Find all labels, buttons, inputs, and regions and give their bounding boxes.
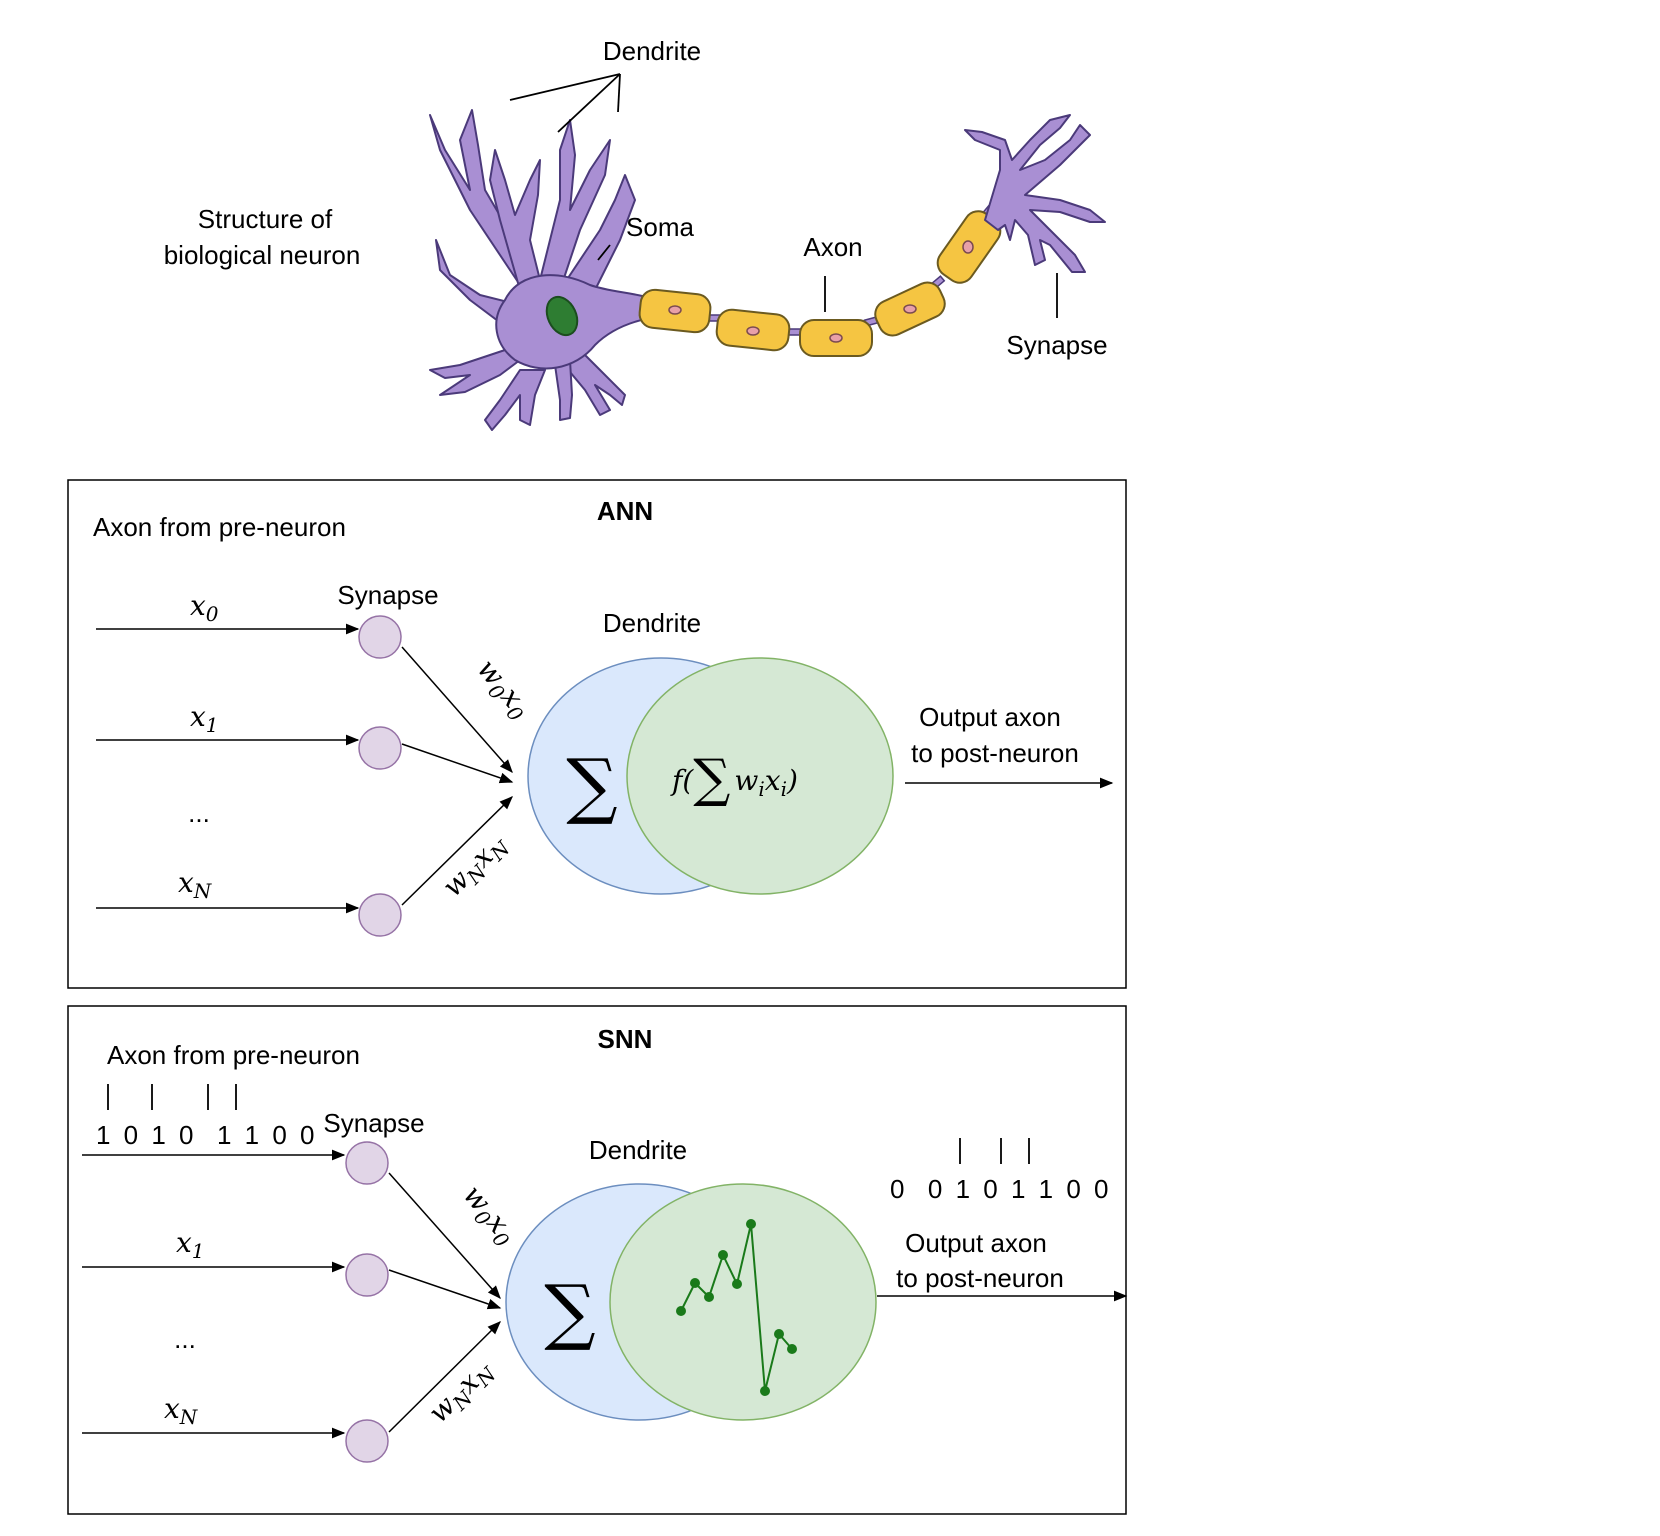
ann-synapse-node-1 bbox=[358, 726, 402, 770]
trace-point bbox=[704, 1292, 714, 1302]
snn-weight-bottom: wNxN bbox=[422, 1352, 502, 1432]
ann-activation-node bbox=[626, 657, 894, 895]
snn-sum-symbol: ∑ bbox=[544, 1269, 595, 1353]
snn-output-line1: Output axon bbox=[905, 1228, 1047, 1258]
snn-synapse-node-0 bbox=[345, 1141, 389, 1185]
snn-membrane-trace bbox=[676, 1219, 797, 1396]
snn-title: SNN bbox=[598, 1024, 653, 1054]
snn-input-arrows bbox=[82, 1149, 346, 1439]
snn-membrane-node bbox=[609, 1183, 877, 1421]
ann-sum-symbol: ∑ bbox=[566, 743, 617, 827]
ann-title: ANN bbox=[597, 496, 653, 526]
ann-activation-formula: f(∑wixi) bbox=[670, 749, 798, 809]
myelin-nuclei bbox=[668, 240, 974, 343]
ann-input-arrows bbox=[96, 623, 360, 914]
snn-frame bbox=[67, 1005, 1127, 1515]
neuron-title-line2: biological neuron bbox=[164, 240, 361, 270]
snn-output-line2: to post-neuron bbox=[896, 1263, 1064, 1293]
neuron-synapse-label: Synapse bbox=[1006, 330, 1107, 360]
ann-frame bbox=[67, 479, 1127, 989]
trace-point bbox=[787, 1344, 797, 1354]
ann-output-line2: to post-neuron bbox=[911, 738, 1079, 768]
neuron-soma-label: Soma bbox=[626, 212, 694, 242]
axon-terminal bbox=[964, 114, 1106, 273]
snn-output-spike-ticks bbox=[959, 1138, 1030, 1164]
snn-output-spike-train: 0 0 1 0 1 1 0 0 bbox=[890, 1174, 1111, 1204]
snn-axon-from-label: Axon from pre-neuron bbox=[107, 1040, 360, 1070]
ann-synapse-label: Synapse bbox=[337, 580, 438, 610]
snn-panel: SNN Axon from pre-neuron 1 0 1 0 1 1 0 0… bbox=[67, 1005, 1128, 1515]
neuron-title-line1: Structure of bbox=[198, 204, 333, 234]
dendrite-branches bbox=[429, 109, 636, 431]
neuron-axon-label: Axon bbox=[803, 232, 862, 262]
trace-point bbox=[746, 1219, 756, 1229]
snn-input-spike-train: 1 0 1 0 1 1 0 0 bbox=[96, 1120, 317, 1150]
trace-point bbox=[760, 1386, 770, 1396]
snn-ellipsis: ... bbox=[174, 1324, 196, 1354]
ann-dendrite-label: Dendrite bbox=[603, 608, 701, 638]
ann-ellipsis: ... bbox=[188, 798, 210, 828]
snn-weight-arrows bbox=[388, 1172, 502, 1433]
trace-point bbox=[676, 1306, 686, 1316]
ann-axon-from-label: Axon from pre-neuron bbox=[93, 512, 346, 542]
ann-weight-bottom: wNxN bbox=[436, 826, 516, 906]
snn-weight-top: w0x0 bbox=[454, 1179, 524, 1253]
trace-point bbox=[690, 1278, 700, 1288]
neuron-leader-lines bbox=[509, 73, 1058, 318]
ann-synapse-node-N bbox=[358, 893, 402, 937]
ann-input-x1: x1 bbox=[190, 700, 219, 737]
trace-point bbox=[774, 1329, 784, 1339]
ann-weight-top: w0x0 bbox=[468, 653, 538, 727]
trace-point bbox=[718, 1250, 728, 1260]
ann-weight-arrows bbox=[401, 646, 514, 906]
snn-synapse-node-1 bbox=[345, 1253, 389, 1297]
biological-neuron: Structure of biological neuron Dendrite … bbox=[164, 36, 1108, 431]
snn-synapse-label: Synapse bbox=[323, 1108, 424, 1138]
snn-input-x1: x1 bbox=[176, 1226, 205, 1263]
snn-dendrite-label: Dendrite bbox=[589, 1135, 687, 1165]
snn-input-spike-ticks bbox=[107, 1084, 237, 1110]
ann-panel: ANN Axon from pre-neuron Synapse Dendrit… bbox=[67, 479, 1127, 989]
trace-point bbox=[732, 1279, 742, 1289]
nucleus bbox=[545, 295, 579, 337]
snn-synapse-node-N bbox=[345, 1419, 389, 1463]
neuron-dendrite-label: Dendrite bbox=[603, 36, 701, 66]
ann-synapse-node-0 bbox=[358, 615, 402, 659]
ann-output-line1: Output axon bbox=[919, 702, 1061, 732]
snn-synapses bbox=[345, 1141, 389, 1463]
snn-input-xN: xN bbox=[164, 1392, 199, 1429]
ann-input-x0: x0 bbox=[190, 589, 219, 626]
ann-synapses bbox=[358, 615, 402, 937]
ann-input-xN: xN bbox=[178, 866, 213, 903]
